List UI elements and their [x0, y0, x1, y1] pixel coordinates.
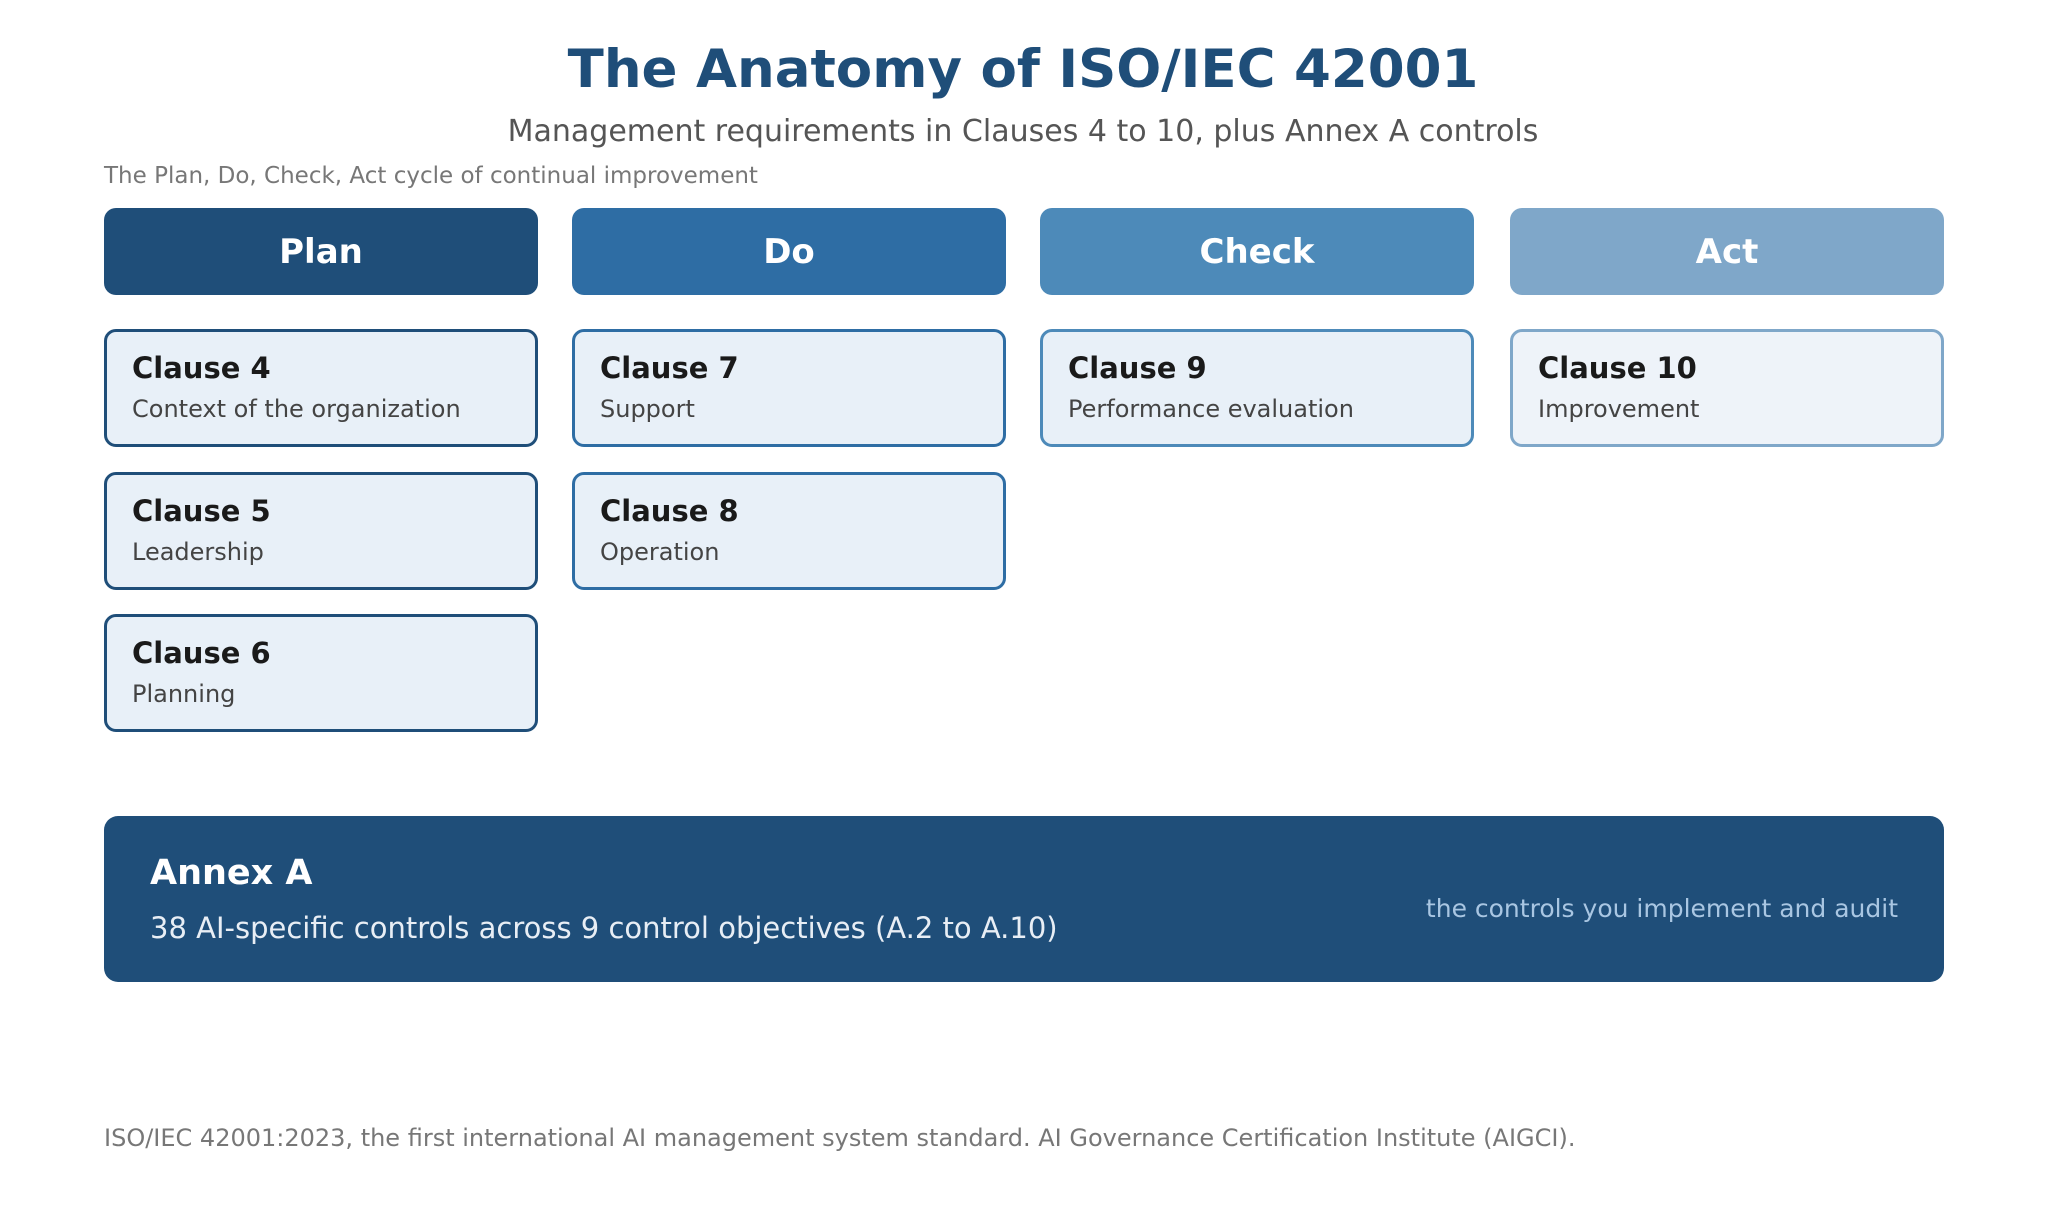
clause-card-10: Clause 10 Improvement — [1510, 329, 1944, 447]
page-subtitle: Management requirements in Clauses 4 to … — [507, 114, 1539, 149]
clause-card-7: Clause 7 Support — [572, 329, 1006, 447]
clause-card-9: Clause 9 Performance evaluation — [1040, 329, 1474, 447]
phase-header-act: Act — [1510, 208, 1944, 295]
cycle-label: The Plan, Do, Check, Act cycle of contin… — [104, 163, 758, 189]
clause-card-5: Clause 5 Leadership — [104, 472, 538, 590]
clause-desc: Improvement — [1538, 395, 1700, 423]
phase-header-check: Check — [1040, 208, 1474, 295]
clause-desc: Planning — [132, 680, 236, 708]
clause-desc: Operation — [600, 538, 720, 566]
annex-description: 38 AI-specific controls across 9 control… — [150, 911, 1058, 945]
annex-note: the controls you implement and audit — [1425, 894, 1898, 923]
clause-title: Clause 4 — [132, 351, 271, 385]
clause-title: Clause 9 — [1068, 351, 1207, 385]
clause-title: Clause 10 — [1538, 351, 1697, 385]
clause-card-8: Clause 8 Operation — [572, 472, 1006, 590]
clause-title: Clause 8 — [600, 494, 739, 528]
annex-title: Annex A — [150, 853, 313, 893]
clause-title: Clause 7 — [600, 351, 739, 385]
phase-header-plan: Plan — [104, 208, 538, 295]
page-title: The Anatomy of ISO/IEC 42001 — [567, 39, 1479, 100]
clause-card-4: Clause 4 Context of the organization — [104, 329, 538, 447]
clause-desc: Performance evaluation — [1068, 395, 1354, 423]
footer-caption: ISO/IEC 42001:2023, the first internatio… — [104, 1124, 1576, 1152]
clause-title: Clause 6 — [132, 636, 271, 670]
clause-desc: Leadership — [132, 538, 264, 566]
phase-header-do: Do — [572, 208, 1006, 295]
clause-desc: Support — [600, 395, 695, 423]
clause-card-6: Clause 6 Planning — [104, 614, 538, 732]
annex-a-banner: Annex A 38 AI-specific controls across 9… — [104, 816, 1944, 982]
clause-title: Clause 5 — [132, 494, 271, 528]
clause-desc: Context of the organization — [132, 395, 461, 423]
